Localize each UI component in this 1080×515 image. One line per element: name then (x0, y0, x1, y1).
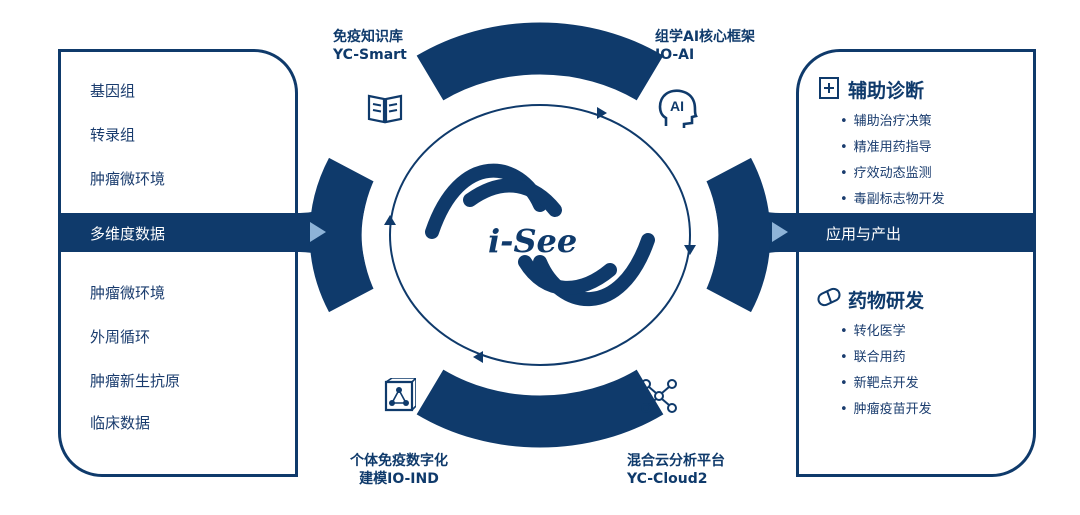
medical-plus-icon (819, 77, 839, 99)
pill-icon (817, 287, 841, 307)
right-band (768, 213, 1036, 252)
diagnosis-item-3: 疗效动态监测 (840, 162, 932, 181)
input-data-panel (58, 49, 298, 477)
section-title-diagnosis: 辅助诊断 (848, 80, 925, 102)
ring-arrow-top (597, 107, 607, 119)
center-logo-text: i-See (488, 222, 578, 260)
ai-head-icon: AI (658, 89, 698, 128)
diagnosis-item-4: 毒副标志物开发 (840, 188, 945, 207)
book-icon (367, 94, 403, 124)
ring-arc-bottom (416, 369, 664, 448)
logo-hook-top (463, 178, 562, 217)
right-band-arrow (772, 222, 788, 242)
left-item-clinical: 临床数据 (90, 414, 151, 432)
ring-inner (362, 83, 718, 387)
model-box-icon (384, 378, 416, 412)
ring-arc-top (416, 22, 664, 101)
left-band (58, 213, 312, 252)
left-item-tme-top: 肿瘤微环境 (90, 170, 166, 188)
ring-arrow-left (384, 215, 396, 225)
left-item-genome: 基因组 (90, 82, 136, 100)
ring-arc-right (704, 157, 771, 313)
left-item-peripheral: 外周循环 (90, 328, 151, 346)
drug-item-4: 肿瘤疫苗开发 (840, 398, 932, 417)
ring-arrow-right (684, 245, 696, 255)
network-icon (641, 379, 677, 413)
drug-item-1: 转化医学 (840, 320, 906, 339)
right-band-label: 应用与产出 (826, 225, 902, 243)
ring-arrow-bottom (473, 351, 483, 363)
drug-item-3: 新靶点开发 (840, 372, 919, 391)
diagnosis-item-1: 辅助治疗决策 (840, 110, 932, 129)
left-item-neoantigen: 肿瘤新生抗原 (90, 372, 181, 390)
svg-text:AI: AI (670, 98, 684, 114)
section-title-drug-rd: 药物研发 (848, 290, 925, 312)
module-io-ind-label: 个体免疫数字化建模IO-IND (350, 453, 448, 487)
left-item-transcriptome: 转录组 (90, 126, 136, 144)
left-item-tme-bottom: 肿瘤微环境 (90, 284, 166, 302)
left-band-arrow (310, 222, 326, 242)
ring-thin (389, 104, 691, 366)
ring-arc-left (309, 157, 376, 313)
logo-hook-bottom (518, 255, 617, 295)
drug-item-2: 联合用药 (840, 346, 906, 365)
left-band-label: 多维度数据 (90, 225, 166, 243)
diagnosis-item-2: 精准用药指导 (840, 136, 932, 155)
